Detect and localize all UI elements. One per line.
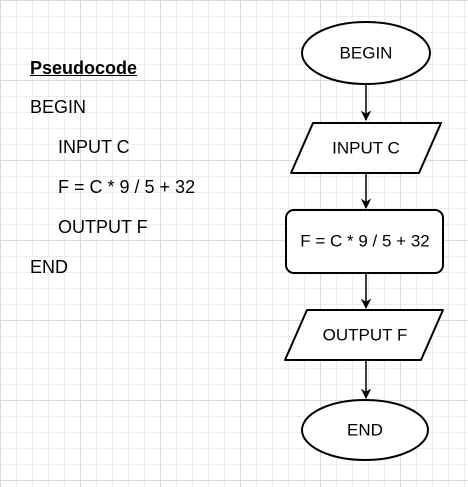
process-box: F = C * 9 / 5 + 32 — [285, 209, 444, 274]
end-terminator: END — [301, 399, 429, 461]
process-label: F = C * 9 / 5 + 32 — [300, 232, 429, 251]
pseudocode-line-output: OUTPUT F — [58, 217, 148, 237]
pseudocode-line-input: INPUT C — [58, 137, 130, 157]
pseudocode-line-begin: BEGIN — [30, 97, 87, 117]
input-parallelogram: INPUT C — [290, 122, 442, 174]
begin-terminator: BEGIN — [301, 21, 431, 85]
pseudocode-title: Pseudocode — [30, 58, 138, 78]
end-label: END — [347, 421, 383, 440]
begin-label: BEGIN — [340, 44, 393, 63]
input-label: INPUT C — [332, 139, 400, 158]
pseudocode-line-end: END — [30, 257, 69, 277]
output-parallelogram: OUTPUT F — [284, 309, 444, 361]
output-label: OUTPUT F — [323, 326, 408, 345]
pseudocode-line-formula: F = C * 9 / 5 + 32 — [58, 177, 196, 197]
